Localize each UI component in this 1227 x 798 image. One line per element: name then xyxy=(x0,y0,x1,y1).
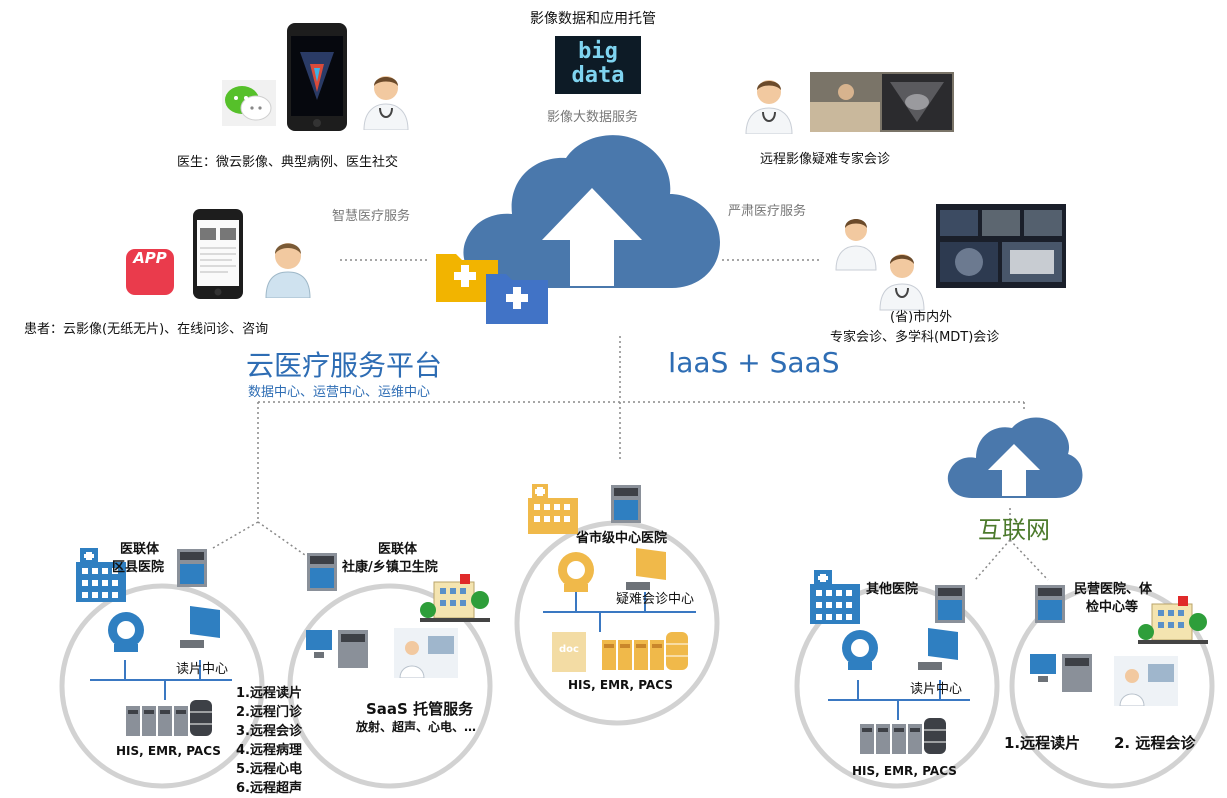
cloud-upload-icon xyxy=(463,135,720,288)
server-icon xyxy=(177,549,207,587)
saas-hosting-title: SaaS 托管服务 xyxy=(366,700,474,718)
county-services-list: 1.远程读片 2.远程门诊 3.远程会诊 4.远程病理 5.远程心电 6.远程超… xyxy=(236,684,302,798)
wechat-icon xyxy=(222,80,276,126)
provincial-line1: (省)市内外 xyxy=(890,310,953,325)
monitor-icon xyxy=(626,548,666,590)
community-title1: 医联体 xyxy=(378,542,418,557)
ct-scanner-icon xyxy=(108,612,144,652)
community-title2: 社康/乡镇卫生院 xyxy=(342,560,438,575)
video-wall-photo xyxy=(936,204,1066,288)
serious-service-label: 严肃医疗服务 xyxy=(728,204,807,219)
his-servers-icon xyxy=(126,700,212,736)
internet-cloud-icon xyxy=(947,417,1083,498)
service-item: 3.远程会诊 xyxy=(236,724,302,739)
technician-photo xyxy=(1114,656,1178,706)
remote-consult-caption: 远程影像疑难专家会诊 xyxy=(760,152,891,167)
other-hospital-title: 其他医院 xyxy=(866,582,919,597)
his-servers-icon xyxy=(860,718,946,754)
clinic-building-icon xyxy=(420,574,490,622)
private-service2: 2. 远程会诊 xyxy=(1114,734,1196,752)
server-icon xyxy=(611,485,641,523)
private-title2: 检中心等 xyxy=(1086,600,1139,615)
doctor-avatar-icon xyxy=(363,76,409,130)
clinic-building-icon xyxy=(1138,596,1208,644)
expert-doctor-icon xyxy=(745,80,793,134)
ct-scanner-icon xyxy=(558,552,594,592)
platform-title: 云医疗服务平台 xyxy=(246,349,443,382)
workstation-icon xyxy=(306,630,368,668)
patient-phone-icon xyxy=(193,209,243,299)
other-systems: HIS, EMR, PACS xyxy=(852,764,957,778)
monitor-icon xyxy=(918,628,958,670)
county-title1: 医联体 xyxy=(120,542,160,557)
big-data-image: big data xyxy=(555,36,641,94)
big-data-line2: data xyxy=(571,63,625,88)
smart-service-label: 智慧医疗服务 xyxy=(332,209,411,224)
ct-scanner-icon xyxy=(842,630,878,670)
document-icon: doc xyxy=(552,632,586,672)
service-item: 2.远程门诊 xyxy=(236,705,302,720)
county-title2: 区县医院 xyxy=(112,560,165,575)
provincial-line2: 专家会诊、多学科(MDT)会诊 xyxy=(830,330,1000,345)
technician-photo xyxy=(394,628,458,678)
hosting-label: 影像数据和应用托管 xyxy=(530,11,656,27)
app-badge-text: APP xyxy=(133,249,167,267)
doctor-caption: 医生：微云影像、典型病例、医生社交 xyxy=(177,155,399,170)
hospital-building-icon xyxy=(76,548,126,602)
server-icon xyxy=(935,585,965,623)
monitor-icon xyxy=(180,606,220,648)
private-service1: 1.远程读片 xyxy=(1004,734,1081,752)
server-icon xyxy=(1035,585,1065,623)
smartphone-icon xyxy=(287,23,347,131)
patient-caption: 患者：云影像(无纸无片)、在线问诊、咨询 xyxy=(24,322,269,337)
service-item: 5.远程心电 xyxy=(236,762,302,777)
app-icon: APP xyxy=(126,249,174,295)
consult-center-label: 疑难会诊中心 xyxy=(616,592,695,607)
service-item: 6.远程超声 xyxy=(236,781,302,796)
doc-text: doc xyxy=(559,644,579,655)
server-icon xyxy=(307,553,337,591)
service-item: 4.远程病理 xyxy=(236,743,302,758)
saas-hosting-subtitle: 放射、超声、心电、… xyxy=(356,720,477,734)
expert-team-icon xyxy=(835,219,925,311)
patient-avatar-icon xyxy=(265,243,311,298)
other-reading-center: 读片中心 xyxy=(910,682,963,697)
county-reading-center: 读片中心 xyxy=(176,662,229,677)
workstation-icon xyxy=(1030,654,1092,692)
his-servers-icon xyxy=(602,632,688,670)
ultrasound-photo xyxy=(810,72,954,132)
medical-folder-icon xyxy=(436,254,548,324)
internet-label: 互联网 xyxy=(978,516,1050,544)
county-systems: HIS, EMR, PACS xyxy=(116,744,221,758)
private-title1: 民营医院、体 xyxy=(1074,582,1153,597)
platform-subtitle: 数据中心、运营中心、运维中心 xyxy=(248,385,431,400)
central-systems: HIS, EMR, PACS xyxy=(568,678,673,692)
bigdata-service-label: 影像大数据服务 xyxy=(547,110,639,125)
big-data-line1: big xyxy=(578,39,618,64)
service-item: 1.远程读片 xyxy=(236,686,302,701)
hospital-building-icon xyxy=(810,570,860,624)
central-title: 省市级中心医院 xyxy=(576,531,668,546)
platform-model: IaaS + SaaS xyxy=(668,346,840,379)
central-hospital-icon xyxy=(528,484,578,534)
